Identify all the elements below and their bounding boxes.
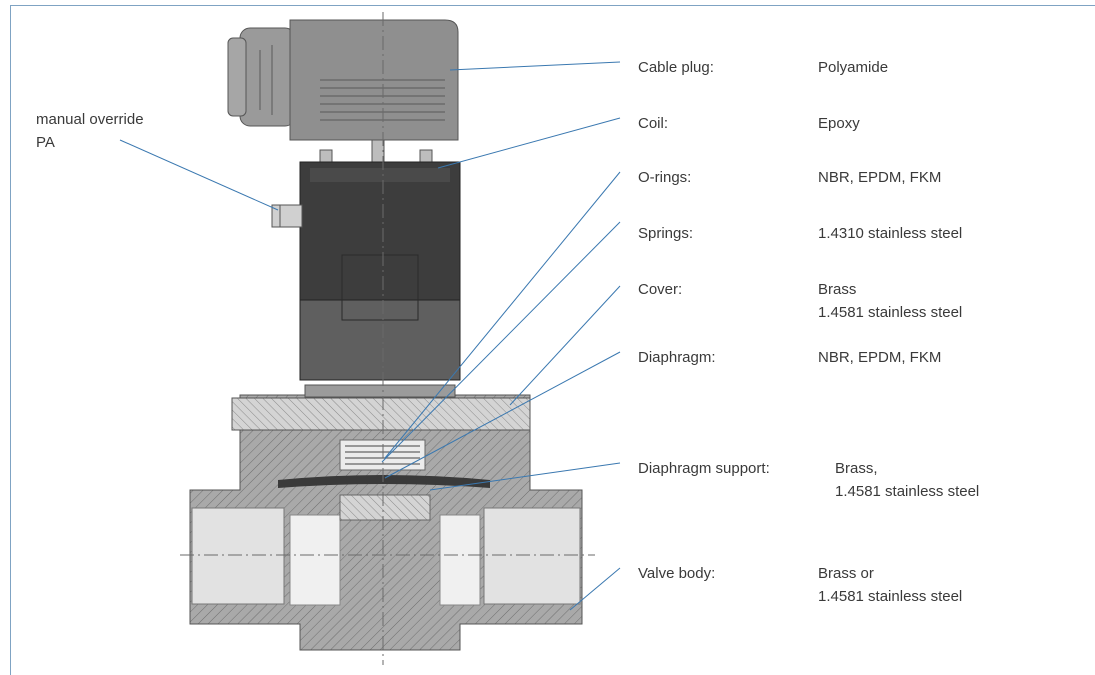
diaphragm-label: Diaphragm: [638, 349, 716, 366]
cover-label: Cover: [638, 281, 683, 298]
valve-body-part [180, 12, 595, 665]
cable-plug-part [227, 19, 459, 165]
frame-left-border [10, 5, 11, 675]
leader-lines [119, 61, 621, 611]
coil-label: Coil: [638, 115, 669, 132]
diaphragm-support-material: Brass, 1.4581 stainless steel [835, 460, 980, 500]
diaphragm-material: NBR, EPDM, FKM [818, 349, 942, 366]
diaphragm-support-label: Diaphragm support: [638, 460, 770, 477]
valve-body-label: Valve body: [638, 565, 716, 582]
springs-material: 1.4310 stainless steel [818, 225, 963, 242]
o-rings-material: NBR, EPDM, FKM [818, 169, 942, 186]
valve-body-material: Brass or 1.4581 stainless steel [818, 565, 963, 605]
springs-label: Springs: [638, 225, 694, 242]
cover-material: Brass 1.4581 stainless steel [818, 281, 963, 321]
coil-part [271, 161, 461, 381]
frame-top-border [10, 5, 1095, 6]
cable-plug-material: Polyamide [818, 59, 889, 76]
cable-plug-label: Cable plug: [638, 59, 714, 76]
o-rings-label: O-rings: [638, 169, 692, 186]
coil-material: Epoxy [818, 115, 860, 132]
manual-override-label: manual override PA [36, 111, 144, 151]
